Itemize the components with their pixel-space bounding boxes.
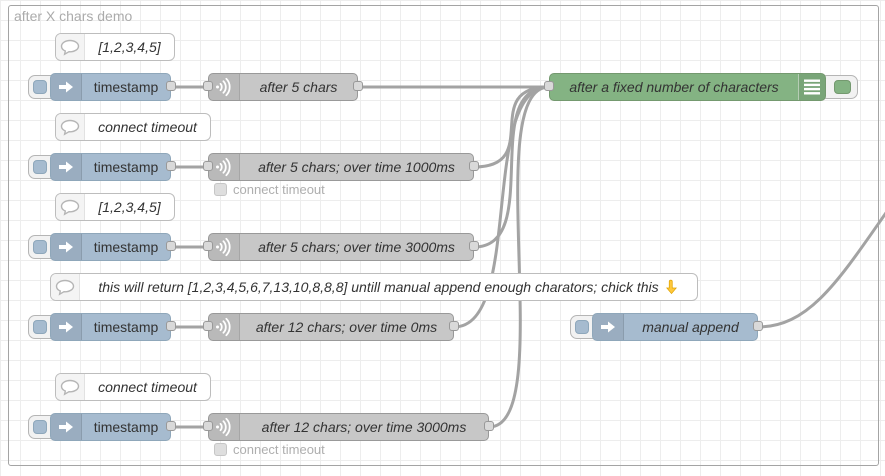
debug-toggle-button[interactable] [820,75,858,99]
node-status-filter5: connect timeout [214,442,325,457]
speech-bubble-icon [56,34,85,60]
comment-node-timeout1[interactable]: connect timeout [55,113,211,141]
inject-arrow-icon [593,314,624,340]
output-port[interactable] [753,321,763,331]
inject-label: timestamp [93,159,159,175]
inject-node-manual-append[interactable]: manual append [570,313,763,341]
comment-label: [1,2,3,4,5] [98,39,161,55]
inject-button-inner[interactable] [33,420,47,434]
input-port[interactable] [203,421,213,431]
status-badge [214,183,227,196]
debug-toggle-inner[interactable] [834,80,851,94]
filter-node-12-chars-0ms[interactable]: after 12 chars; over time 0ms [203,313,459,341]
inject-button-inner[interactable] [33,160,47,174]
signal-waves-icon [209,154,240,180]
output-port[interactable] [353,81,363,91]
inject-node-timestamp-2[interactable]: timestamp [28,153,176,181]
signal-waves-icon [209,414,240,440]
output-port[interactable] [166,321,176,331]
filter-label: after 12 chars; over time 3000ms [261,419,467,435]
inject-button-inner[interactable] [33,240,47,254]
inject-label: timestamp [93,319,159,335]
inject-arrow-icon [51,234,82,260]
comment-label: connect timeout [98,119,197,135]
inject-node-timestamp-1[interactable]: timestamp [28,73,176,101]
wire-filter5-debug[interactable] [488,85,550,429]
inject-label: timestamp [93,239,159,255]
output-port[interactable] [166,81,176,91]
debug-list-icon [798,74,825,100]
inject-button-inner[interactable] [33,80,47,94]
input-port[interactable] [203,241,213,251]
output-port[interactable] [166,161,176,171]
pointing-down-emoji-icon [664,279,679,295]
comment-node-timeout2[interactable]: connect timeout [55,373,211,401]
output-port[interactable] [449,321,459,331]
wire-manual-append-out[interactable] [757,200,885,329]
inject-node-timestamp-3[interactable]: timestamp [28,233,176,261]
comment-node-explanation[interactable]: this will return [1,2,3,4,5,6,7,13,10,8,… [50,273,698,301]
speech-bubble-icon [56,194,85,220]
debug-label: after a fixed number of characters [569,79,779,95]
inject-button-inner[interactable] [33,320,47,334]
output-port[interactable] [166,421,176,431]
speech-bubble-icon [56,374,85,400]
filter-label: after 5 chars; over time 1000ms [258,159,455,175]
inject-label: manual append [642,319,739,335]
comment-label: this will return [1,2,3,4,5,6,7,13,10,8,… [98,279,659,295]
node-status-filter2: connect timeout [214,182,325,197]
inject-node-timestamp-4[interactable]: timestamp [28,313,176,341]
input-port[interactable] [203,81,213,91]
inject-label: timestamp [93,79,159,95]
signal-waves-icon [209,314,240,340]
output-port[interactable] [469,241,479,251]
status-badge [214,443,227,456]
filter-node-12-chars-3000ms[interactable]: after 12 chars; over time 3000ms [203,413,494,441]
wire-filter2-debug[interactable] [473,85,550,169]
filter-label: after 5 chars; over time 3000ms [258,239,455,255]
output-port[interactable] [469,161,479,171]
filter-node-after-5-chars[interactable]: after 5 chars [203,73,363,101]
filter-label: after 5 chars [259,79,338,95]
filter-node-5-chars-3000ms[interactable]: after 5 chars; over time 3000ms [203,233,479,261]
filter-node-5-chars-1000ms[interactable]: after 5 chars; over time 1000ms [203,153,479,181]
status-text: connect timeout [233,182,325,197]
inject-node-timestamp-5[interactable]: timestamp [28,413,176,441]
comment-node-array1[interactable]: [1,2,3,4,5] [55,33,175,61]
signal-waves-icon [209,234,240,260]
filter-label: after 12 chars; over time 0ms [255,319,438,335]
group-label: after X chars demo [14,8,133,24]
wire-filter3-debug[interactable] [473,85,550,249]
debug-node-fixed-chars[interactable]: after a fixed number of characters [544,73,858,101]
speech-bubble-icon [51,274,80,300]
signal-waves-icon [209,74,240,100]
input-port[interactable] [203,161,213,171]
comment-label: [1,2,3,4,5] [98,199,161,215]
inject-label: timestamp [93,419,159,435]
inject-arrow-icon [51,74,82,100]
input-port[interactable] [544,81,554,91]
comment-label: connect timeout [98,379,197,395]
input-port[interactable] [203,321,213,331]
inject-button-inner[interactable] [575,320,589,334]
flow-group-outline[interactable] [8,5,879,466]
output-port[interactable] [166,241,176,251]
inject-arrow-icon [51,314,82,340]
inject-arrow-icon [51,154,82,180]
status-text: connect timeout [233,442,325,457]
comment-node-array2[interactable]: [1,2,3,4,5] [55,193,175,221]
speech-bubble-icon [56,114,85,140]
inject-arrow-icon [51,414,82,440]
wire-filter4-debug[interactable] [453,85,550,329]
output-port[interactable] [484,421,494,431]
